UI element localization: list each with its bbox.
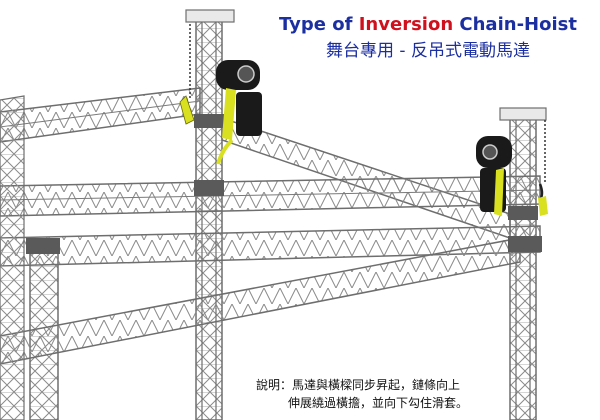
title-prefix: Type of	[279, 14, 359, 35]
title-suffix: Chain-Hoist	[453, 14, 577, 35]
joint-blocks	[26, 114, 542, 254]
page-title: Type of Inversion Chain-Hoist	[262, 14, 594, 36]
caption-note: 說明：馬達與橫樑同步昇起，鏈條向上 伸展繞過橫擔，並向下勾住滑套。	[256, 376, 546, 412]
chain-hoist-left	[179, 24, 262, 165]
note-line-1: 說明：馬達與橫樑同步昇起，鏈條向上	[256, 378, 461, 392]
subtitle: 舞台專用 - 反吊式電動馬達	[326, 41, 530, 61]
truss-diagonal-bottom	[0, 237, 521, 365]
note-line-2: 伸展繞過橫擔，並向下勾住滑套。	[288, 396, 469, 410]
tower-right	[499, 107, 547, 420]
title-highlight: Inversion	[358, 14, 454, 35]
truss-upper-left	[0, 87, 201, 143]
chain-hoist-right	[476, 120, 548, 216]
truss-left-edge	[0, 95, 25, 420]
